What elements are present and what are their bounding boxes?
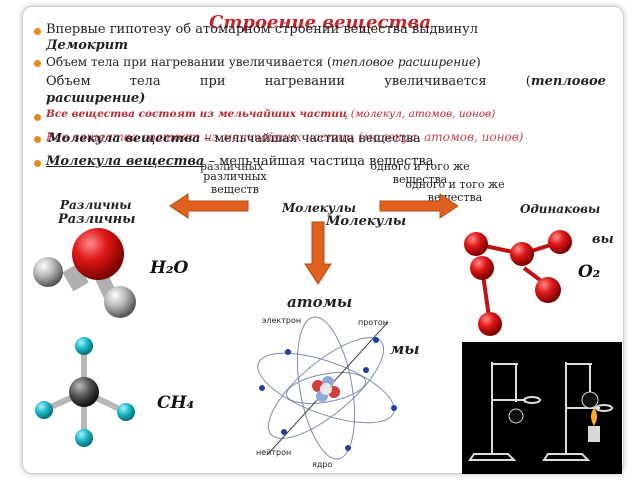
right-caption: одного и того же вещества — [370, 160, 470, 186]
formula-h2o: H₂O — [150, 258, 189, 278]
formula-ch4: CH₄ — [157, 393, 195, 413]
atom-label-proton: протон — [358, 318, 388, 327]
label-atoms-ghost: мы — [390, 340, 420, 358]
bullet-dot — [34, 114, 41, 121]
label-same-ghost: вы — [592, 232, 614, 247]
down-arrow — [304, 221, 332, 285]
atom-label-electron: электрон — [262, 316, 302, 325]
bullet4-overlay2: Молекула вещества – мельчайшая частица в… — [48, 130, 421, 145]
atom-label-nucleus: ядро — [312, 460, 333, 469]
right-caption-ghost: одного и того же вещества — [405, 178, 505, 204]
bullet4-overlay: Все вещества состоят из мельчайших части… — [46, 130, 524, 144]
bullet1-name: Демокрит — [46, 38, 128, 53]
bullet-dot — [34, 160, 41, 167]
label-atoms: атомы — [287, 293, 353, 311]
bullet4-line: Молекула вещества – мельчайшая частица в… — [46, 154, 434, 169]
atom-label-neutron: нейтрон — [256, 448, 292, 457]
bullet2-line: Объем тела при нагревании увеличивается … — [46, 55, 481, 69]
bullet3-red: Все вещества состоят из мельчайших части… — [46, 108, 348, 120]
bullet2-italic: тепловое расширение — [331, 55, 476, 69]
bullet-dot — [34, 28, 41, 35]
label-molecules-ghost: Молекулы — [326, 214, 407, 229]
left-caption: различных веществ — [203, 170, 267, 196]
left-arrow — [169, 193, 249, 219]
left-caption-ghost: различных — [200, 160, 264, 173]
right-arrow — [379, 193, 459, 219]
bullet-dot — [34, 60, 41, 67]
bullet2-main: Объем тела при нагревании увеличивается … — [46, 55, 332, 69]
oxygen-molecules-image — [464, 230, 572, 336]
thermal-expansion-photo — [462, 342, 622, 474]
bullet3-line: Все вещества состоят из мельчайших части… — [46, 108, 495, 120]
water-molecule-image — [33, 228, 136, 318]
bullet2-end: ) — [476, 55, 481, 69]
bullet-dot — [34, 136, 41, 143]
methane-molecule-image — [35, 337, 135, 447]
formula-o2: O₂ — [578, 262, 601, 282]
slide-title: Строение вещества — [209, 12, 431, 33]
label-same: Одинаковы — [520, 202, 601, 216]
bullet1-text: Впервые гипотезу об атомарном строении в… — [46, 22, 479, 37]
bullet4-text: – мельчайшая частица вещества — [204, 154, 434, 169]
label-different-ghost: Различны — [58, 212, 136, 227]
bullet2-wrap: расширение) — [46, 91, 146, 106]
atom-diagram-image — [257, 316, 397, 460]
bullet3-paren: (молекул, атомов, ионов) — [350, 108, 496, 120]
label-molecules: Молекулы — [282, 201, 356, 215]
bullet4-label: Молекула вещества — [46, 154, 205, 169]
label-different: Различны — [60, 198, 132, 212]
